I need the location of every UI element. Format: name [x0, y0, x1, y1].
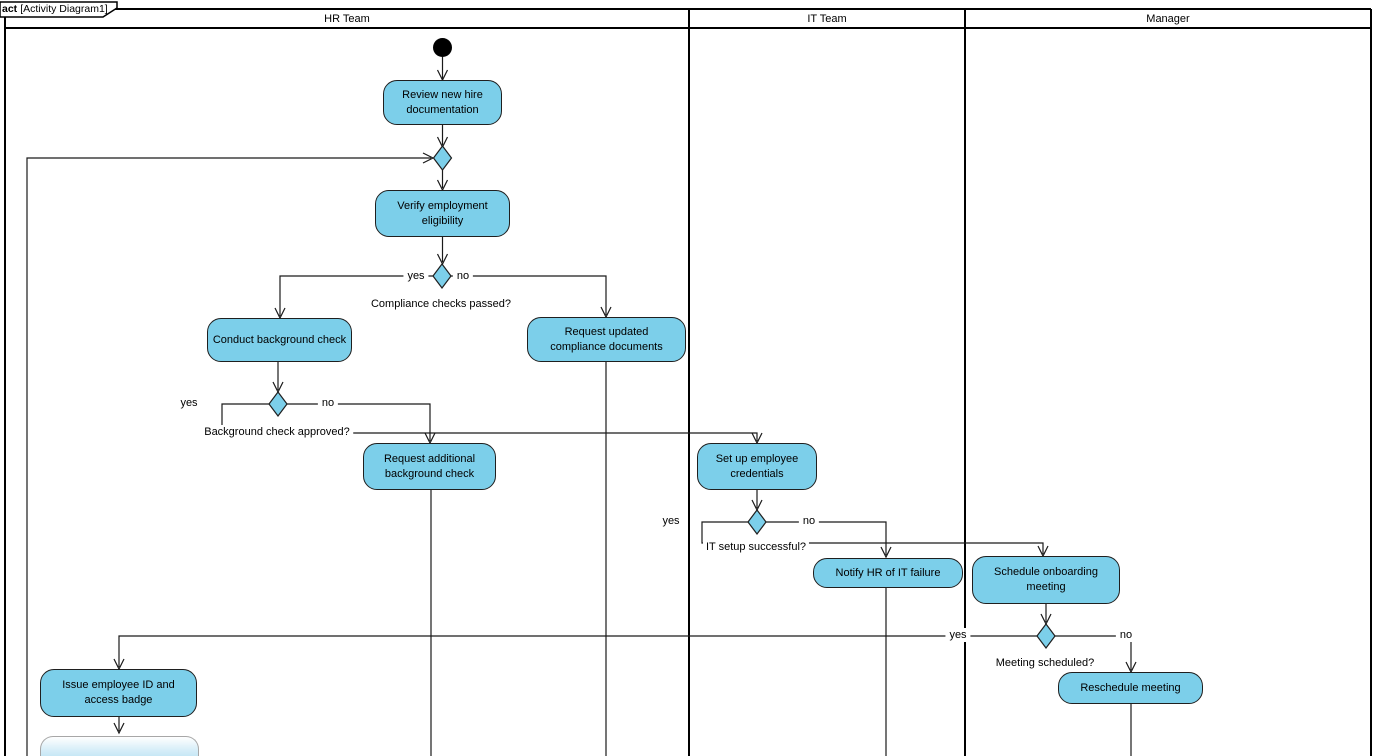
frame-title: [Activity Diagram1] [20, 3, 108, 15]
activity-issue-employee-id-and-access-badge[interactable]: Issue employee ID and access badge [40, 669, 197, 717]
activity-request-updated-compliance-documents[interactable]: Request updated compliance documents [527, 317, 686, 362]
edge-it-yes-to-schedule [701, 521, 1044, 554]
branch-label-no-compliance: no [452, 269, 474, 283]
edge-compliance-yes-to-conduct [279, 275, 433, 316]
activity-set-up-employee-credentials[interactable]: Set up employee credentials [697, 443, 817, 490]
activity-label: meeting [1026, 581, 1066, 593]
activity-label: access badge [84, 694, 153, 706]
activity-verify-employment-eligibility[interactable]: Verify employment eligibility [375, 190, 510, 237]
lane-label-text: HR Team [324, 13, 370, 25]
guard-label-it-setup: IT setup successful? [702, 540, 810, 554]
frame-tag: act [2, 3, 18, 15]
activity-schedule-onboarding-meeting[interactable]: Schedule onboarding meeting [972, 556, 1120, 604]
branch-label-yes-background: yes [176, 396, 202, 410]
activity-request-additional-background-check[interactable]: Request additional background check [363, 443, 496, 490]
activity-label: Notify HR of IT failure [835, 566, 941, 579]
decision-node-meeting[interactable] [1036, 623, 1056, 649]
activity-label: Request additional [383, 452, 476, 465]
merge-node[interactable] [432, 145, 453, 171]
guard-label-meeting: Meeting scheduled? [992, 656, 1098, 670]
activity-label: documentation [406, 103, 479, 116]
activity-reschedule-meeting[interactable]: Reschedule meeting [1058, 672, 1203, 704]
activity-label: Schedule onboarding [994, 566, 1098, 578]
decision-node-compliance[interactable] [432, 263, 452, 289]
frame-name-tab-shape [0, 1, 118, 18]
activity-label: Issue employee ID and [62, 679, 175, 691]
guard-label-compliance: Compliance checks passed? [367, 297, 515, 311]
activity-label: eligibility [421, 214, 464, 227]
lane-header-it-team[interactable]: IT Team [689, 11, 965, 27]
activity-label: background check [384, 467, 475, 480]
lane-header-hr-team[interactable]: HR Team [5, 11, 689, 27]
activity-label: credentials [730, 467, 784, 480]
activity-label: Review new hire [402, 88, 483, 101]
edge-meeting-yes-to-issue [118, 635, 1037, 667]
activity-label: Request updated [564, 325, 649, 338]
initial-node[interactable] [433, 38, 452, 57]
activity-cutoff-bottom[interactable] [40, 736, 199, 756]
decision-node-background[interactable] [268, 391, 288, 417]
guard-label-background: Background check approved? [201, 425, 353, 439]
activity-conduct-background-check[interactable]: Conduct background check [207, 318, 352, 362]
edge-feedback-to-merge [26, 157, 431, 756]
branch-label-no-it-setup: no [798, 514, 820, 528]
activity-label: Set up employee [715, 452, 799, 465]
decision-node-it-setup[interactable] [747, 509, 767, 535]
lane-header-manager[interactable]: Manager [965, 11, 1371, 27]
edge-compliance-no-to-request-updated [451, 275, 607, 315]
lane-label-text: Manager [1146, 13, 1190, 25]
activity-notify-hr-of-it-failure[interactable]: Notify HR of IT failure [813, 558, 963, 588]
activity-label: Verify employment [397, 199, 488, 212]
branch-label-yes-it-setup: yes [658, 514, 684, 528]
activity-label: Reschedule meeting [1080, 681, 1181, 694]
activity-label: Conduct background check [212, 333, 347, 346]
branch-label-yes-meeting: yes [945, 628, 971, 642]
branch-label-no-background: no [317, 396, 339, 410]
frame-name-tab: act[Activity Diagram1] [2, 3, 108, 15]
activity-review-new-hire-documentation[interactable]: Review new hire documentation [383, 80, 502, 125]
branch-label-no-meeting: no [1115, 628, 1137, 642]
activity-label: compliance documents [550, 340, 663, 353]
branch-label-yes-compliance: yes [403, 269, 429, 283]
lane-label-text: IT Team [807, 13, 847, 25]
